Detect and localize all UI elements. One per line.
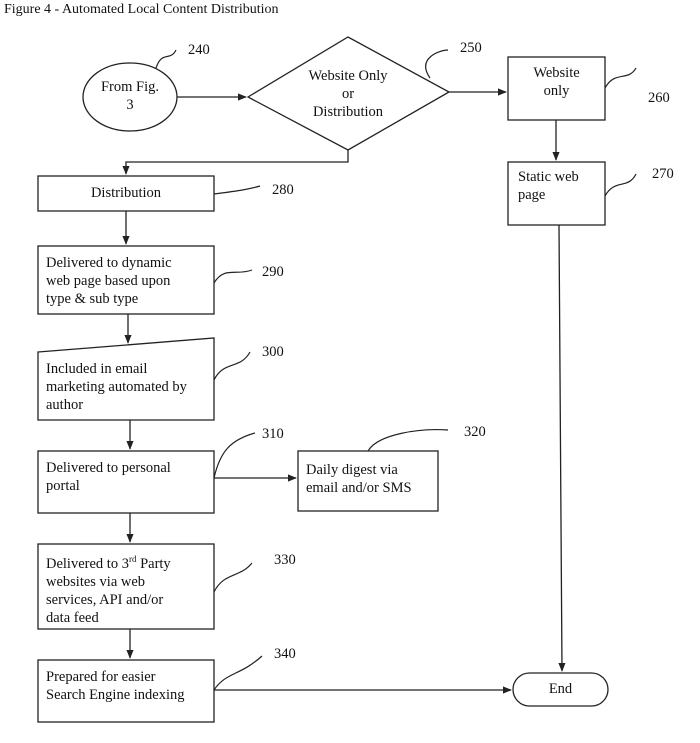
ref-270: 270 — [652, 166, 674, 183]
distribution-label: Distribution — [38, 184, 214, 202]
leader-250 — [426, 50, 448, 78]
ref-250: 250 — [460, 40, 482, 57]
ref-320: 320 — [464, 424, 486, 441]
leader-280 — [214, 186, 260, 194]
third-party-label: Delivered to 3rd Party websites via web … — [46, 550, 214, 627]
static-web-page-label: Static web page — [518, 168, 604, 204]
personal-portal-label: Delivered to personal portal — [46, 459, 214, 495]
end-label: End — [513, 680, 608, 698]
leader-310 — [214, 433, 255, 478]
leader-260 — [605, 68, 636, 88]
ref-290: 290 — [262, 264, 284, 281]
leader-240 — [156, 50, 176, 68]
ref-310: 310 — [262, 426, 284, 443]
ref-330: 330 — [274, 552, 296, 569]
ref-240: 240 — [188, 42, 210, 59]
leader-270 — [605, 174, 636, 196]
ref-340: 340 — [274, 646, 296, 663]
search-engine-label: Prepared for easier Search Engine indexi… — [46, 668, 214, 704]
leader-300 — [214, 352, 250, 380]
ref-280: 280 — [272, 182, 294, 199]
arrow-static-to-end — [559, 225, 562, 671]
leader-330 — [214, 563, 252, 592]
decision-label: Website Only or Distribution — [288, 67, 408, 121]
website-only-label: Website only — [508, 64, 605, 100]
from-fig3-label: From Fig. 3 — [98, 78, 162, 114]
email-marketing-label: Included in email marketing automated by… — [46, 360, 214, 414]
leader-340 — [214, 656, 262, 690]
leader-290 — [214, 270, 252, 283]
ref-300: 300 — [262, 344, 284, 361]
arrow-decision-to-distribution — [126, 150, 348, 174]
leader-320 — [368, 430, 448, 451]
ref-260: 260 — [648, 90, 670, 107]
dynamic-web-page-label: Delivered to dynamic web page based upon… — [46, 254, 214, 308]
daily-digest-label: Daily digest via email and/or SMS — [306, 461, 438, 497]
